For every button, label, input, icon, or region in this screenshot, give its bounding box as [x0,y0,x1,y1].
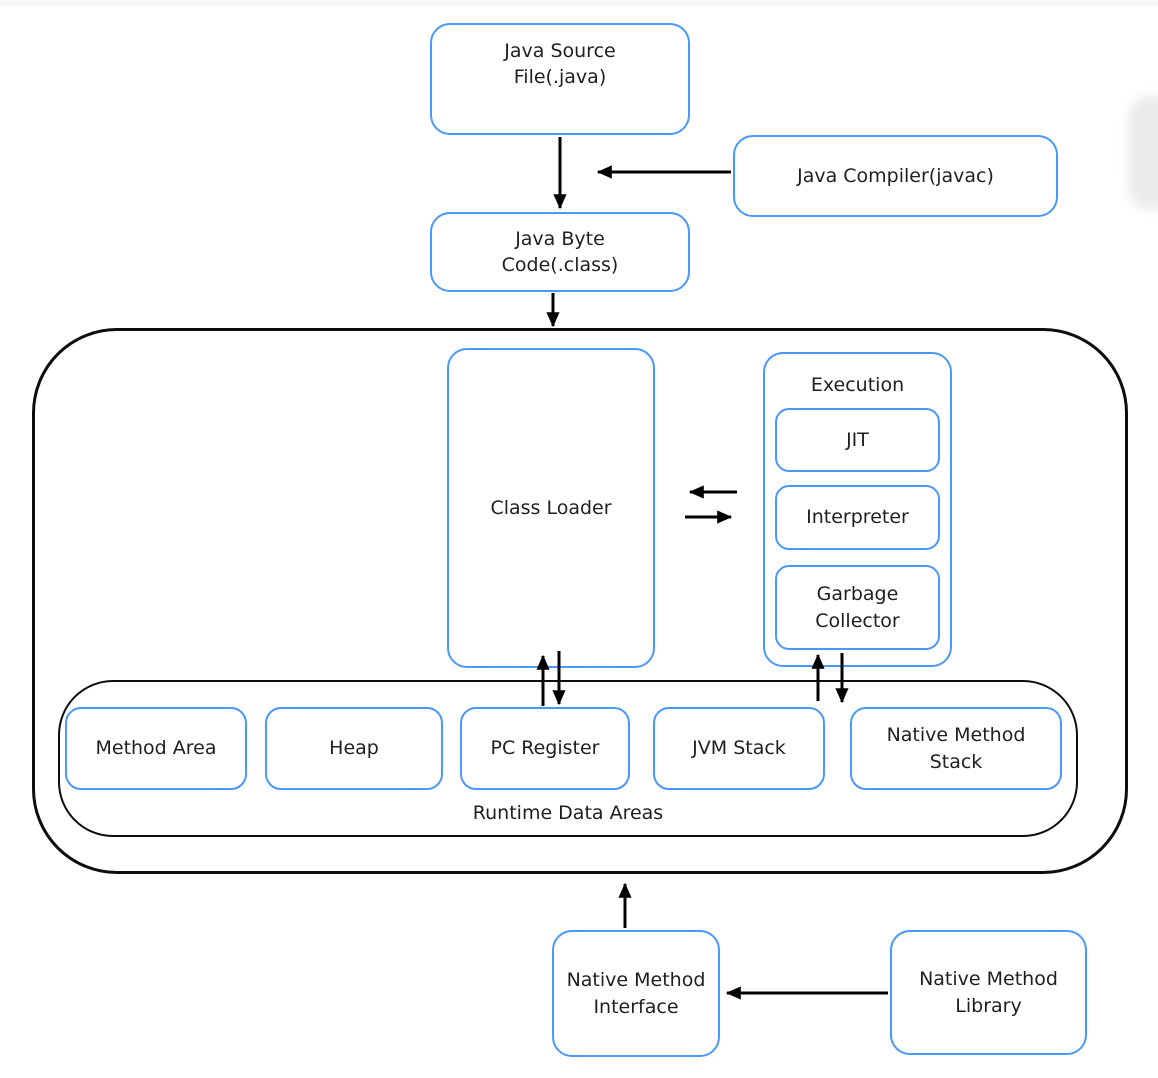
node-garbage-collector: Garbage Collector [775,565,940,650]
node-java-compiler: Java Compiler(javac) [733,135,1058,217]
node-java-byte-code: Java Byte Code(.class) [430,212,690,292]
jvm-container [32,328,1128,874]
node-native-method-interface: Native Method Interface [552,930,720,1057]
runtime-data-areas-label: Runtime Data Areas [472,802,664,824]
node-jvm-stack: JVM Stack [653,707,825,790]
window-edge-strip [0,0,1158,6]
execution-label: Execution [810,374,905,396]
node-class-loader: Class Loader [447,348,655,668]
node-native-method-library: Native Method Library [890,930,1087,1055]
node-heap: Heap [265,707,443,790]
scrollbar-artifact [1128,95,1158,210]
node-method-area: Method Area [65,707,247,790]
node-jit: JIT [775,408,940,472]
runtime-data-areas-container [58,680,1078,837]
node-interpreter: Interpreter [775,485,940,550]
node-native-method-stack: Native Method Stack [850,707,1062,790]
node-pc-register: PC Register [460,707,630,790]
node-java-source-file: Java Source File(.java) [430,23,690,135]
